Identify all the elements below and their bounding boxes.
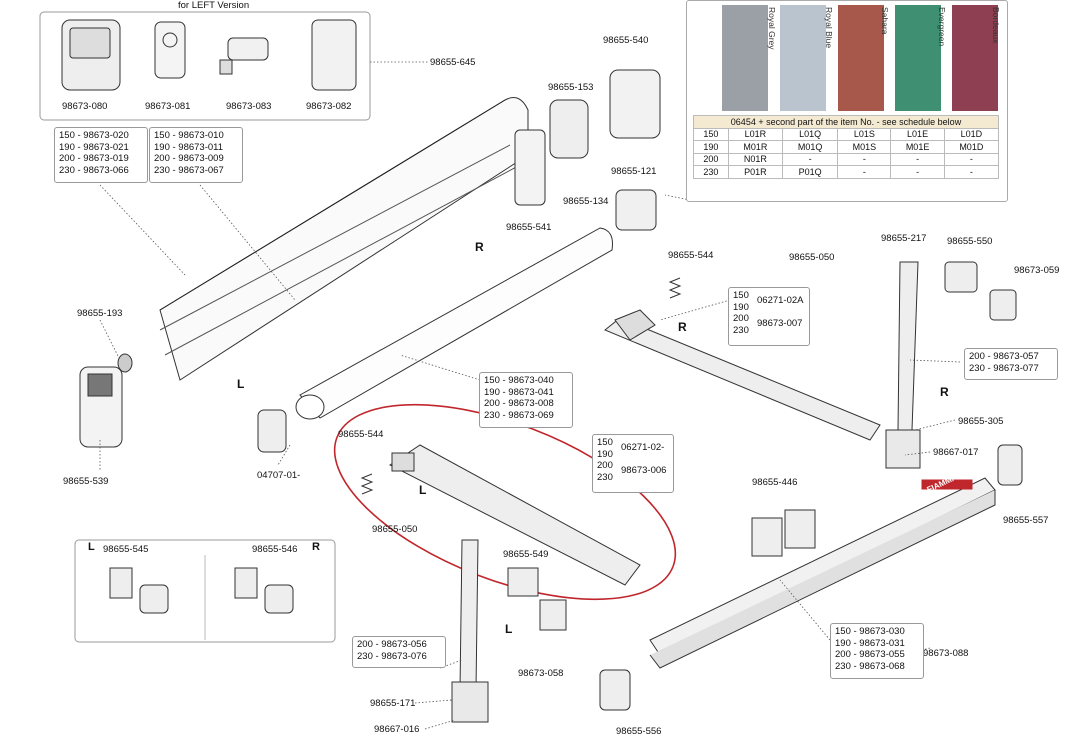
part-label: 04707-01-: [257, 470, 301, 481]
arm-codes: 06271-02- 98673-006: [621, 442, 667, 477]
swatch-label: Evergreen: [937, 7, 947, 47]
part-label: 98667-016: [374, 724, 420, 735]
part-label: 98655-193: [77, 308, 123, 319]
swatch-label: Sahara: [880, 7, 890, 35]
leg-left-box: 200 - 98673-056 230 - 98673-076: [352, 636, 446, 668]
part-label: 98655-645: [430, 57, 476, 68]
part-label: 98655-544: [338, 429, 384, 440]
part-label: 98655-305: [958, 416, 1004, 427]
part-label: 98655-556: [616, 726, 662, 737]
part-label: 98655-217: [881, 233, 927, 244]
part-label: 98667-017: [933, 447, 979, 458]
swatch-bordeaux: [952, 5, 998, 111]
part-label: 98673-081: [145, 101, 191, 112]
part-label: 98655-050: [372, 524, 418, 535]
swatch-label: Royal Grey: [767, 7, 777, 50]
side-mark: R: [475, 240, 484, 254]
part-label: 98655-050: [789, 252, 835, 263]
part-label: 98655-539: [63, 476, 109, 487]
side-mark: L: [505, 622, 513, 636]
arm-sizes: 150 190 200 230: [597, 437, 613, 483]
part-label: 98655-153: [548, 82, 594, 93]
swatch-evergreen: [895, 5, 941, 111]
swatch-royal-blue: [780, 5, 826, 111]
arm-left-box: 150 190 200 230 06271-02- 98673-006: [592, 434, 674, 493]
side-mark: R: [312, 541, 320, 553]
part-label: 98655-549: [503, 549, 549, 560]
side-mark: L: [88, 541, 95, 553]
part-label: 98673-080: [62, 101, 108, 112]
side-mark: L: [419, 483, 427, 497]
arm-sizes: 150 190 200 230: [733, 290, 749, 336]
part-label: 98655-446: [752, 477, 798, 488]
front-profile-length-box: 150 - 98673-030 190 - 98673-031 200 - 98…: [830, 623, 924, 679]
roller-length-box: 150 - 98673-040 190 - 98673-041 200 - 98…: [479, 372, 573, 428]
part-label: 98655-546: [252, 544, 298, 555]
part-label: 98655-544: [668, 250, 714, 261]
part-label: 98655-557: [1003, 515, 1049, 526]
part-label: 98673-088: [923, 648, 969, 659]
side-mark: R: [678, 320, 687, 334]
part-label: 98655-134: [563, 196, 609, 207]
arm-codes: 06271-02A 98673-007: [757, 295, 804, 330]
arm-right-box: 150 190 200 230 06271-02A 98673-007: [728, 287, 810, 346]
swatch-label: Royal Blue: [824, 7, 834, 49]
swatch-sahara: [838, 5, 884, 111]
part-label: 98655-550: [947, 236, 993, 247]
part-label: 98673-082: [306, 101, 352, 112]
side-mark: L: [237, 377, 245, 391]
part-label: 98655-545: [103, 544, 149, 555]
part-label: 98655-540: [603, 35, 649, 46]
swatch-royal-grey: [722, 5, 768, 111]
part-label: 98655-541: [506, 222, 552, 233]
side-mark: R: [940, 385, 949, 399]
part-label: 98655-171: [370, 698, 416, 709]
swatch-label: Bordeaux: [991, 7, 1001, 44]
table-header: 06454 + second part of the item No. - se…: [693, 115, 999, 129]
housing-length-box-b: 150 - 98673-010 190 - 98673-011 200 - 98…: [149, 127, 243, 183]
part-label: 98655-121: [611, 166, 657, 177]
left-version-title: for LEFT Version: [178, 0, 250, 11]
leg-right-box: 200 - 98673-057 230 - 98673-077: [964, 348, 1058, 380]
part-label: 98673-058: [518, 668, 564, 679]
fabric-code-table: 06454 + second part of the item No. - se…: [693, 115, 1000, 179]
part-label: 98673-059: [1014, 265, 1060, 276]
fabric-color-panel: Royal Grey Royal Blue Sahara Evergreen B…: [686, 0, 1008, 202]
housing-length-box-a: 150 - 98673-020 190 - 98673-021 200 - 98…: [54, 127, 148, 183]
part-label: 98673-083: [226, 101, 272, 112]
